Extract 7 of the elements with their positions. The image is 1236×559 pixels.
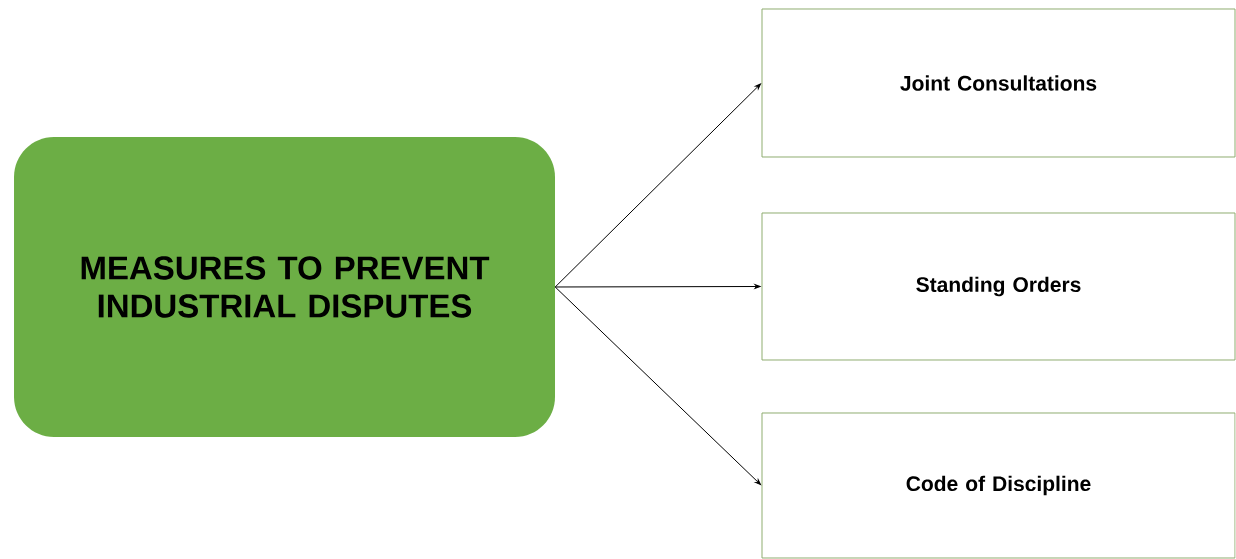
process-box: Standing Orders <box>761 212 1236 361</box>
arrow <box>554 83 761 288</box>
arrow <box>554 286 761 485</box>
arrow <box>554 284 761 289</box>
process-box: Joint Consultations <box>761 8 1236 158</box>
process-box: Code of Discipline <box>761 412 1236 559</box>
title-box: MEASURES TO PREVENT INDUSTRIAL DISPUTES <box>14 137 555 437</box>
